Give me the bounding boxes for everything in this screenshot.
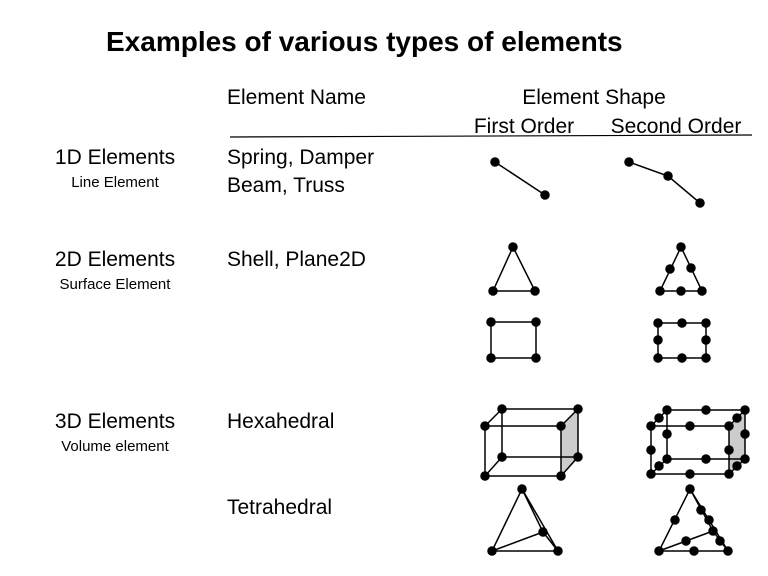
row-1d-subcategory: Line Element bbox=[71, 174, 159, 191]
row-1d-name-2: Beam, Truss bbox=[227, 174, 345, 197]
line-element-first-order bbox=[490, 157, 550, 200]
row-1d-category: 1D Elements bbox=[54, 146, 176, 169]
row-1d-name-1: Spring, Damper bbox=[227, 146, 375, 169]
hexahedral-element-first-order bbox=[480, 404, 583, 481]
page-title: Examples of various types of elements bbox=[106, 26, 623, 57]
triangle-element-second-order bbox=[655, 242, 707, 296]
header-element-name: Element Name bbox=[227, 86, 366, 109]
header-rule bbox=[229, 134, 753, 138]
tetrahedral-element-second-order bbox=[654, 484, 733, 556]
row-2d-subcategory: Surface Element bbox=[59, 276, 171, 293]
row-3d-name-2: Tetrahedral bbox=[227, 496, 333, 519]
quad-element-second-order bbox=[653, 318, 711, 363]
quad-element-first-order bbox=[486, 317, 541, 363]
row-3d-name-1: Hexahedral bbox=[227, 410, 335, 433]
header-first-order: First Order bbox=[473, 115, 575, 138]
hexahedral-element-second-order bbox=[646, 405, 750, 479]
triangle-element-first-order bbox=[488, 242, 540, 296]
row-3d-category: 3D Elements bbox=[54, 410, 176, 433]
header-element-shape: Element Shape bbox=[522, 86, 666, 109]
row-2d-category: 2D Elements bbox=[54, 248, 176, 271]
row-3d-subcategory: Volume element bbox=[61, 438, 169, 455]
tetrahedral-element-first-order bbox=[487, 484, 563, 556]
header-second-order: Second Order bbox=[610, 115, 742, 138]
row-2d-name-1: Shell, Plane2D bbox=[227, 248, 366, 271]
line-element-second-order bbox=[624, 157, 705, 208]
